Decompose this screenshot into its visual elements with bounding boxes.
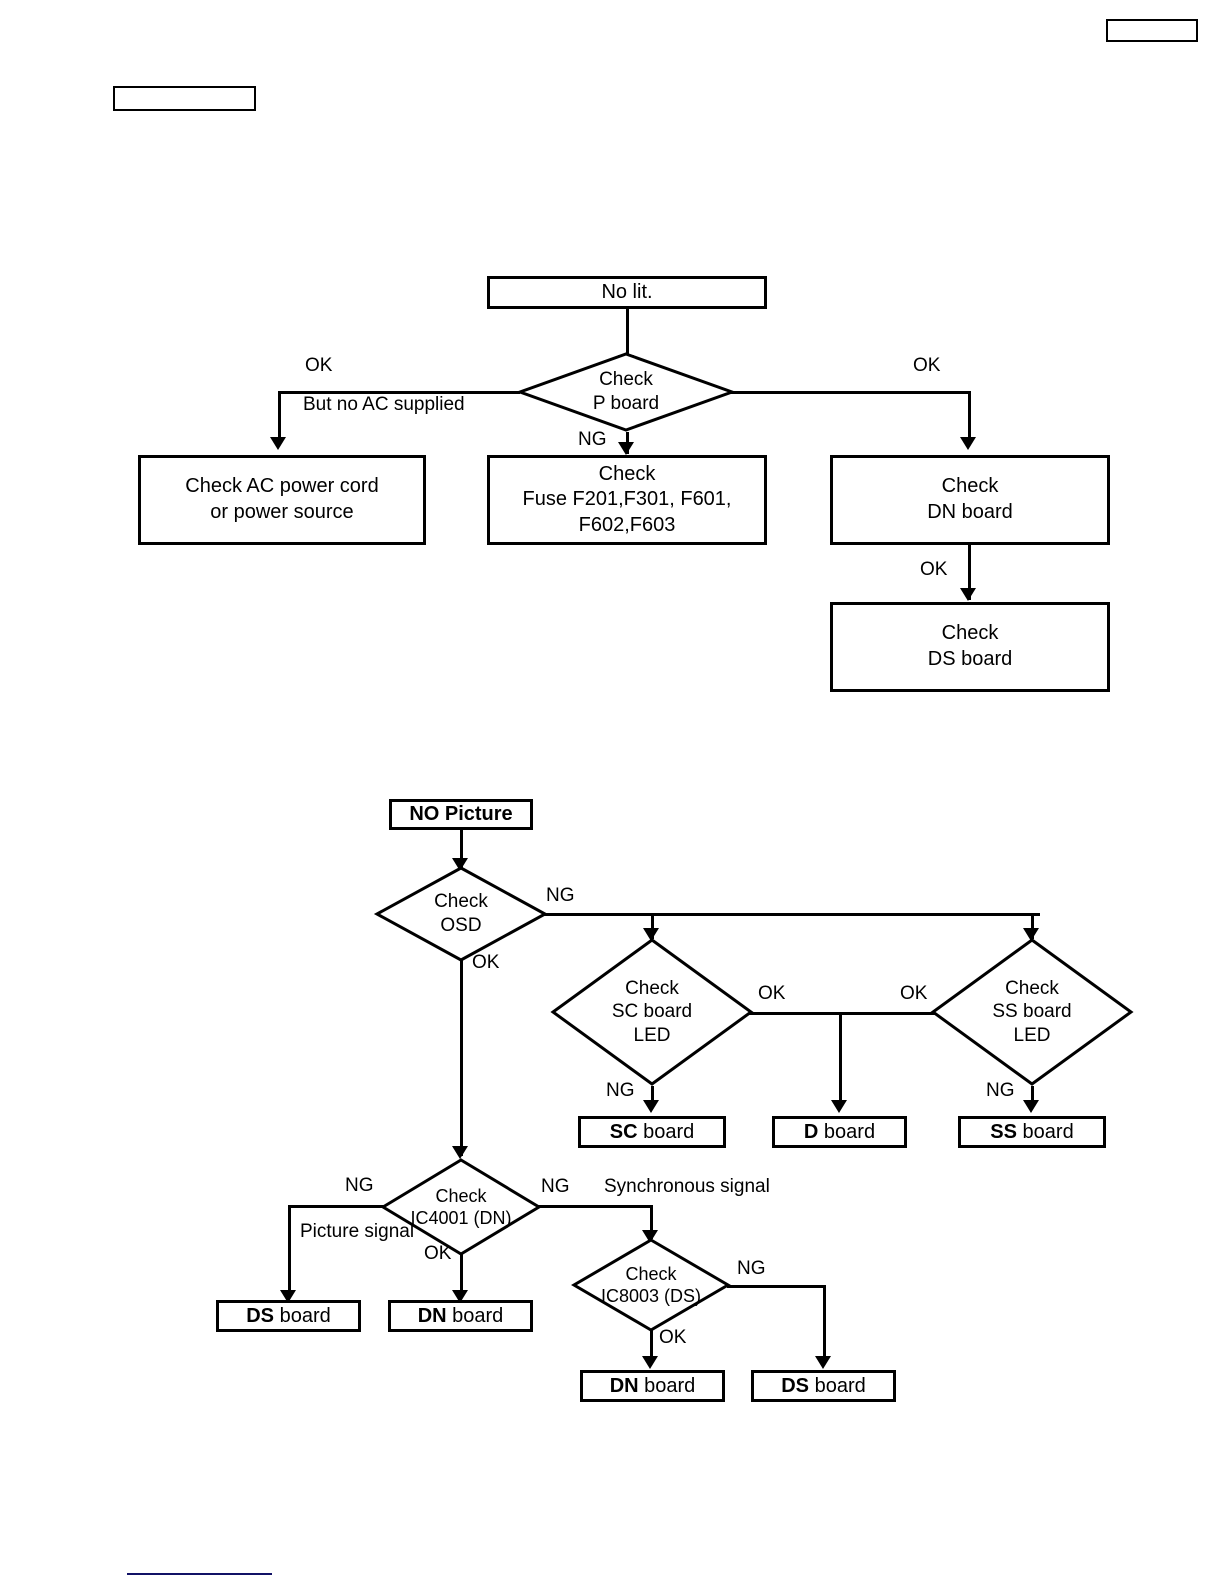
arrowhead-to-check-ic8003	[642, 1230, 658, 1243]
arrowhead-to-check-osd	[452, 858, 468, 871]
node-check-dn-board: Check DN board	[830, 455, 1110, 545]
connector-sc-ss-ok-bridge	[749, 1012, 935, 1015]
arrowhead-to-check-sc-led	[643, 928, 659, 941]
arrowhead-to-check-ss-led	[1023, 928, 1039, 941]
footer-rule	[127, 1573, 272, 1575]
connector-ic4001-ng-left	[288, 1205, 384, 1208]
node-check-ds-board: Check DS board	[830, 602, 1110, 692]
node-ds-board-result-bottom: DS board	[751, 1370, 896, 1402]
dn-board-left-prefix: DN	[417, 1304, 447, 1327]
ds-board-bottom-suffix: board	[809, 1374, 866, 1397]
node-no-picture-start: NO Picture	[389, 799, 533, 830]
arrowhead-to-ss-board	[1023, 1100, 1039, 1113]
decision-check-sc-board-led: Check SC board LED	[550, 938, 754, 1086]
arrowhead-to-check-dn-board	[960, 437, 976, 450]
node-ds-board-result-left: DS board	[216, 1300, 361, 1332]
connector-ic8003-ng-right	[727, 1285, 826, 1288]
edge-label-dn-to-ds-ok: OK	[920, 559, 948, 580]
edge-label-osd-ok: OK	[472, 952, 500, 973]
edge-label-ic8003-ok: OK	[659, 1327, 687, 1348]
connector-ic4001-ok-down	[460, 1254, 463, 1297]
edge-label-p-board-ok-right: OK	[913, 355, 941, 376]
arrowhead-to-dn-board-bottom	[642, 1356, 658, 1369]
arrowhead-to-ds-board-left	[280, 1290, 296, 1303]
arrowhead-to-sc-board	[643, 1100, 659, 1113]
connector-p-board-ok-right-down	[968, 391, 971, 441]
arrowhead-to-check-ac-power	[270, 437, 286, 450]
node-sc-board-result: SC board	[578, 1116, 726, 1148]
connector-bridge-to-d-board	[839, 1012, 842, 1104]
connector-dn-to-ds-ok	[968, 545, 971, 600]
decision-check-ic8003-ds: Check IC8003 (DS)	[571, 1238, 731, 1332]
connector-sc-ng-down	[651, 1086, 654, 1104]
edge-label-but-no-ac-supplied: But no AC supplied	[303, 394, 465, 415]
connector-bus-to-sc-led	[651, 913, 654, 939]
edge-label-ic8003-ng: NG	[737, 1258, 766, 1279]
edge-label-ic4001-ok: OK	[424, 1243, 452, 1264]
sc-board-prefix: SC	[609, 1120, 638, 1143]
ss-board-suffix: board	[1016, 1120, 1074, 1143]
connector-p-board-ok-left-down	[278, 391, 281, 441]
arrowhead-to-check-ic4001	[452, 1146, 468, 1159]
dn-board-left-suffix: board	[446, 1304, 504, 1327]
node-dn-board-result-bottom: DN board	[580, 1370, 725, 1402]
connector-ic4001-ng-left-down	[288, 1205, 291, 1297]
edge-label-p-board-ng: NG	[578, 429, 607, 450]
edge-label-sc-ng: NG	[606, 1080, 635, 1101]
connector-bus-to-ss-led	[1031, 913, 1034, 939]
d-board-suffix: board	[818, 1120, 876, 1143]
decision-check-osd: Check OSD	[373, 866, 549, 962]
connector-osd-ng-bus	[544, 913, 1040, 916]
connector-ss-ng-down	[1031, 1086, 1034, 1104]
header-left-placeholder-box	[113, 86, 256, 111]
edge-label-osd-ng: NG	[546, 885, 575, 906]
decision-check-p-board: Check P board	[515, 352, 737, 432]
arrowhead-to-d-board	[831, 1100, 847, 1113]
arrowhead-to-check-ds-board	[960, 588, 976, 601]
node-d-board-result: D board	[772, 1116, 907, 1148]
edge-label-synchronous-signal: Synchronous signal	[604, 1176, 770, 1197]
arrowhead-to-ds-board-bottom	[815, 1356, 831, 1369]
sc-board-suffix: board	[637, 1120, 695, 1143]
edge-label-ss-ok: OK	[900, 983, 928, 1004]
ss-board-prefix: SS	[990, 1120, 1017, 1143]
node-dn-board-result-left: DN board	[388, 1300, 533, 1332]
edge-label-p-board-ok-left: OK	[305, 355, 333, 376]
node-check-ac-power-cord: Check AC power cord or power source	[138, 455, 426, 545]
connector-p-board-ok-right	[731, 391, 971, 394]
node-check-fuse: Check Fuse F201,F301, F601, F602,F603	[487, 455, 767, 545]
connector-p-board-ok-left	[278, 391, 520, 394]
edge-label-ss-ng: NG	[986, 1080, 1015, 1101]
edge-label-picture-signal: Picture signal	[300, 1221, 415, 1242]
header-right-placeholder-box	[1106, 19, 1198, 42]
dn-board-bottom-suffix: board	[638, 1374, 696, 1397]
ds-board-left-suffix: board	[274, 1304, 331, 1327]
connector-ic4001-ng-right-down	[650, 1205, 653, 1239]
edge-label-sc-ok: OK	[758, 983, 786, 1004]
d-board-prefix: D	[803, 1120, 819, 1143]
arrowhead-to-dn-board-left	[452, 1290, 468, 1303]
connector-ic4001-ng-right	[538, 1205, 653, 1208]
connector-no-picture-to-check-osd	[460, 830, 463, 872]
connector-ic8003-ok-down	[650, 1330, 653, 1364]
arrowhead-to-check-fuse	[618, 442, 634, 455]
connector-ic8003-ng-down	[823, 1285, 826, 1363]
edge-label-ic4001-ng-left: NG	[345, 1175, 374, 1196]
ds-board-left-prefix: DS	[246, 1304, 275, 1327]
node-no-lit-start: No lit.	[487, 276, 767, 309]
edge-label-ic4001-ng-right: NG	[541, 1176, 570, 1197]
node-ss-board-result: SS board	[958, 1116, 1106, 1148]
decision-check-ss-board-led: Check SS board LED	[930, 938, 1134, 1086]
connector-no-lit-to-check-p-board	[626, 309, 629, 357]
connector-osd-ok-down	[460, 960, 463, 1156]
dn-board-bottom-prefix: DN	[609, 1374, 639, 1397]
ds-board-bottom-prefix: DS	[781, 1374, 810, 1397]
